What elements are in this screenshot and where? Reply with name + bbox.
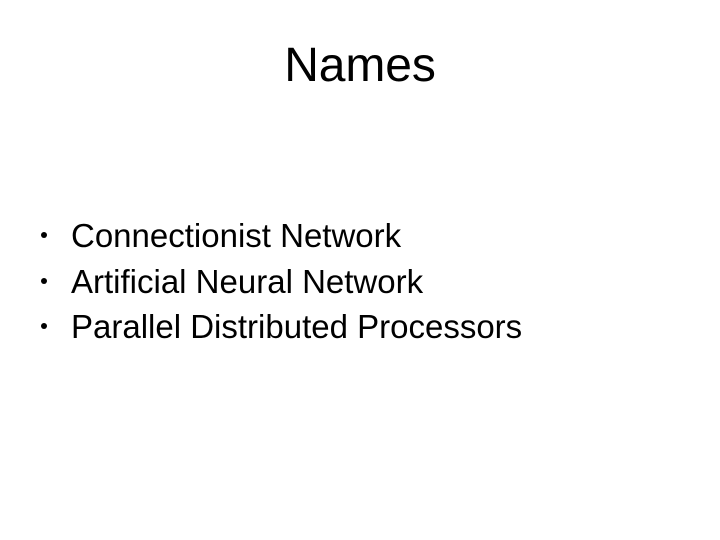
list-item: Artificial Neural Network xyxy=(34,265,694,298)
list-item-label: Connectionist Network xyxy=(71,217,402,254)
list-item-label: Parallel Distributed Processors xyxy=(71,308,523,345)
list-item: Connectionist Network xyxy=(34,219,694,252)
list-item: Parallel Distributed Processors xyxy=(34,310,694,343)
list-item-label: Artificial Neural Network xyxy=(71,262,424,300)
page-title: Names xyxy=(284,39,436,92)
bullet-dot-icon xyxy=(41,232,47,238)
bullet-dot-icon xyxy=(41,323,47,329)
bullet-list: Connectionist Network Artificial Neural … xyxy=(34,219,694,343)
bullet-dot-icon xyxy=(41,277,47,284)
